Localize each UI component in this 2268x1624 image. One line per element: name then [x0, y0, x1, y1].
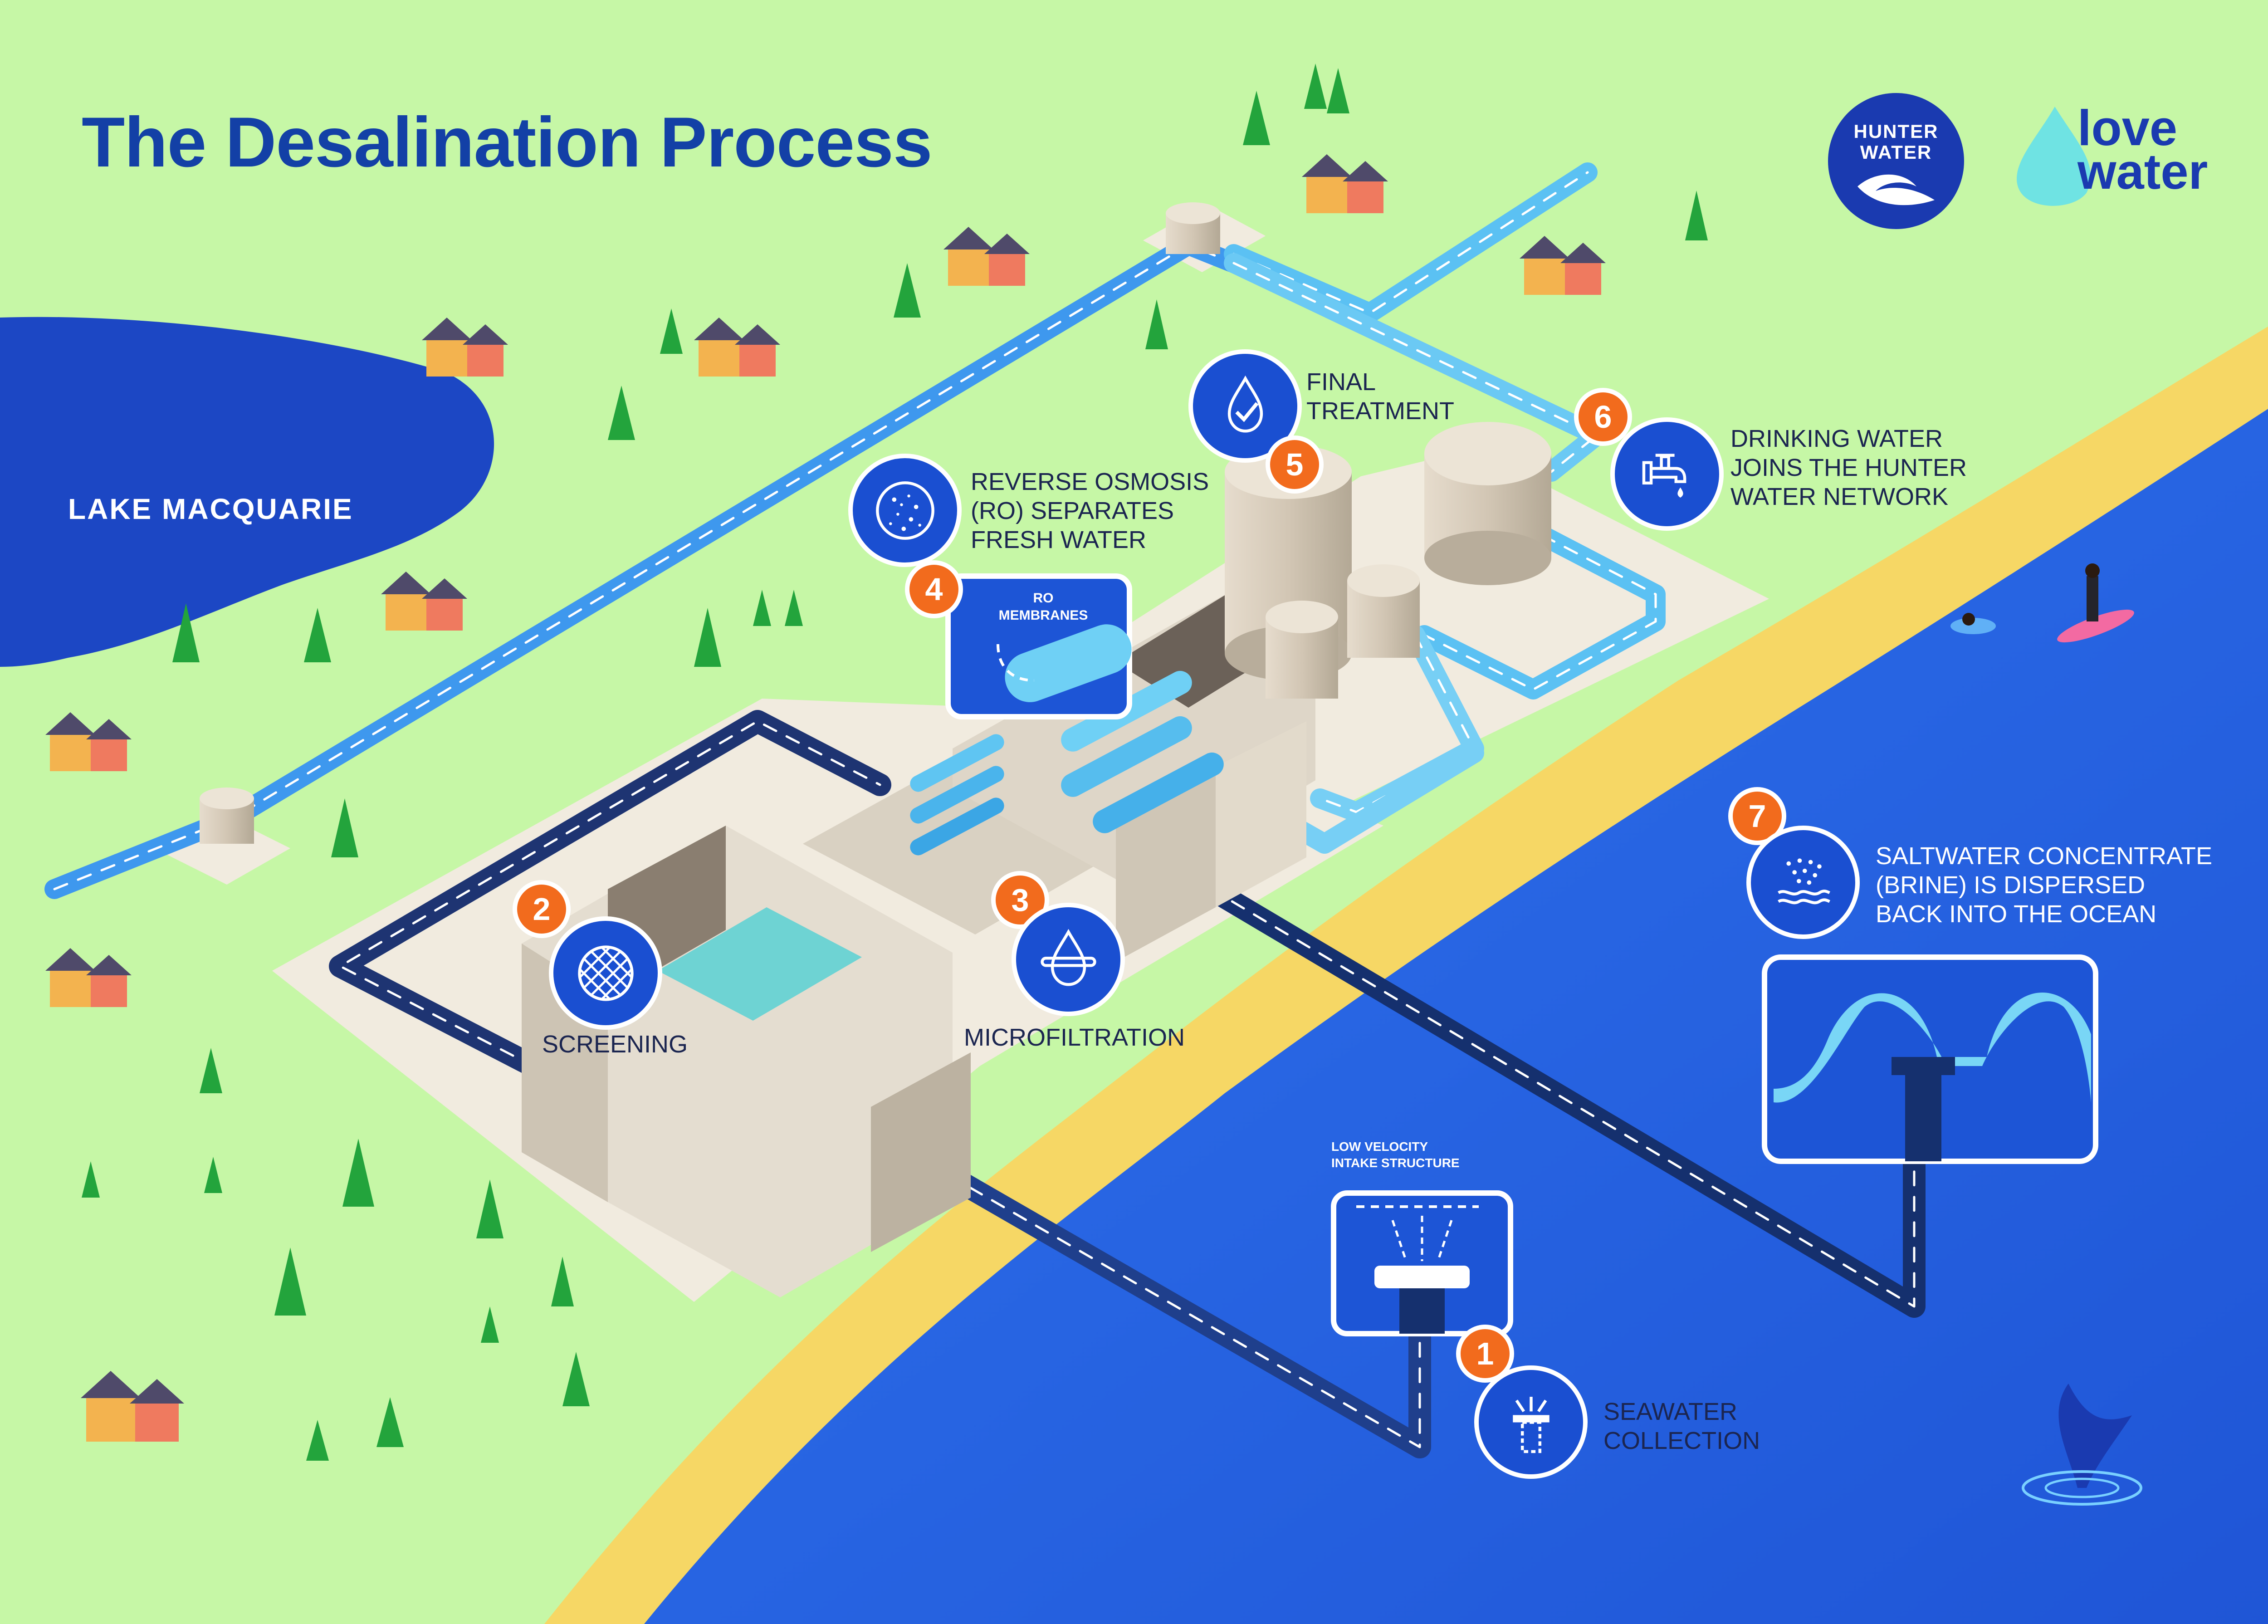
- filter-drop-icon: [1040, 929, 1096, 986]
- logo-line-2: WATER: [1860, 142, 1932, 163]
- caption-line: MEMBRANES: [998, 608, 1088, 623]
- label-line: BACK INTO THE OCEAN: [1876, 900, 2157, 928]
- tap-icon: [1642, 453, 1686, 498]
- wave-icon: [1857, 174, 1935, 205]
- label-line: JOINS THE HUNTER: [1730, 454, 1967, 481]
- ro-membranes-caption: RO MEMBRANES: [998, 590, 1089, 624]
- checked-drop-icon: [1227, 375, 1263, 432]
- intake-callout-box: [1331, 1190, 1513, 1336]
- caption-line: RO: [1033, 591, 1054, 606]
- intake-pipes: [329, 710, 1926, 1458]
- label-line: SCREENING: [542, 1031, 688, 1058]
- step-4-icon-circle: [848, 454, 962, 567]
- step-6-icon-circle: [1610, 417, 1724, 531]
- caption-line: INTAKE STRUCTURE: [1331, 1156, 1460, 1170]
- label-line: WATER NETWORK: [1730, 483, 1948, 510]
- step-6-label: DRINKING WATER JOINS THE HUNTER WATER NE…: [1730, 424, 1967, 511]
- step-1-icon-circle: [1474, 1365, 1588, 1479]
- brine-icon: [1777, 858, 1830, 904]
- ro-callout-box: [945, 573, 1132, 719]
- hunter-water-logo: HUNTER WATER: [1828, 93, 1964, 229]
- love-word: love: [2077, 100, 2178, 156]
- love-water-logo: love water: [2017, 100, 2208, 206]
- intake-caption: LOW VELOCITY INTAKE STRUCTURE: [1331, 1139, 1460, 1171]
- step-3-icon-circle: [1012, 903, 1125, 1016]
- reservoir-pad-left: [163, 817, 290, 885]
- brine-callout-box: [1762, 954, 2098, 1164]
- fresh-water-pipes: [44, 162, 1666, 899]
- label-line: DRINKING WATER: [1730, 425, 1943, 452]
- step-3-label: MICROFILTRATION: [964, 1023, 1185, 1052]
- step-5-label: FINAL TREATMENT: [1306, 367, 1454, 426]
- ocean-shape: [644, 409, 2268, 1624]
- lake-label: LAKE MACQUARIE: [68, 493, 353, 525]
- mesh-screen-icon: [577, 945, 634, 1001]
- page-title: The Desalination Process: [82, 103, 933, 182]
- trees: [82, 64, 1708, 1461]
- step-1-label: SEAWATER COLLECTION: [1603, 1397, 1760, 1455]
- step-3-badge: 3: [991, 871, 1049, 929]
- step-7-label: SALTWATER CONCENTRATE (BRINE) IS DISPERS…: [1876, 841, 2212, 929]
- treatment-tanks: [1225, 422, 1551, 699]
- step-5-badge: 5: [1266, 435, 1324, 494]
- step-4-badge: 4: [905, 560, 963, 618]
- membrane-dots-icon: [875, 481, 934, 540]
- caption-line: LOW VELOCITY: [1331, 1140, 1428, 1154]
- step-7-icon-circle: [1746, 826, 1860, 939]
- step-2-badge: 2: [513, 880, 571, 938]
- houses: [45, 154, 1606, 1442]
- label-line: (RO) SEPARATES: [971, 497, 1174, 524]
- drop-logo-icon: [2017, 107, 2091, 206]
- label-line: TREATMENT: [1306, 397, 1454, 425]
- label-line: SEAWATER: [1603, 1398, 1738, 1425]
- step-2-icon-circle: [549, 916, 662, 1030]
- label-line: (BRINE) IS DISPERSED: [1876, 871, 2146, 899]
- logo-line-1: HUNTER: [1853, 121, 1939, 142]
- ocean-figures: [1950, 563, 2142, 1506]
- label-line: SALTWATER CONCENTRATE: [1876, 842, 2213, 870]
- step-2-label: SCREENING: [542, 1030, 688, 1059]
- reservoirs: [200, 202, 1220, 844]
- sand-strip: [544, 326, 2268, 1624]
- intake-icon: [1512, 1396, 1549, 1453]
- label-line: FRESH WATER: [971, 526, 1146, 553]
- step-4-label: REVERSE OSMOSIS (RO) SEPARATES FRESH WAT…: [971, 467, 1209, 554]
- label-line: FINAL: [1306, 368, 1376, 396]
- label-line: MICROFILTRATION: [964, 1024, 1185, 1051]
- label-line: REVERSE OSMOSIS: [971, 468, 1209, 495]
- water-word: water: [2077, 144, 2208, 200]
- lake-shape: [0, 317, 494, 667]
- step-6-badge: 6: [1574, 388, 1632, 446]
- label-line: COLLECTION: [1603, 1427, 1760, 1454]
